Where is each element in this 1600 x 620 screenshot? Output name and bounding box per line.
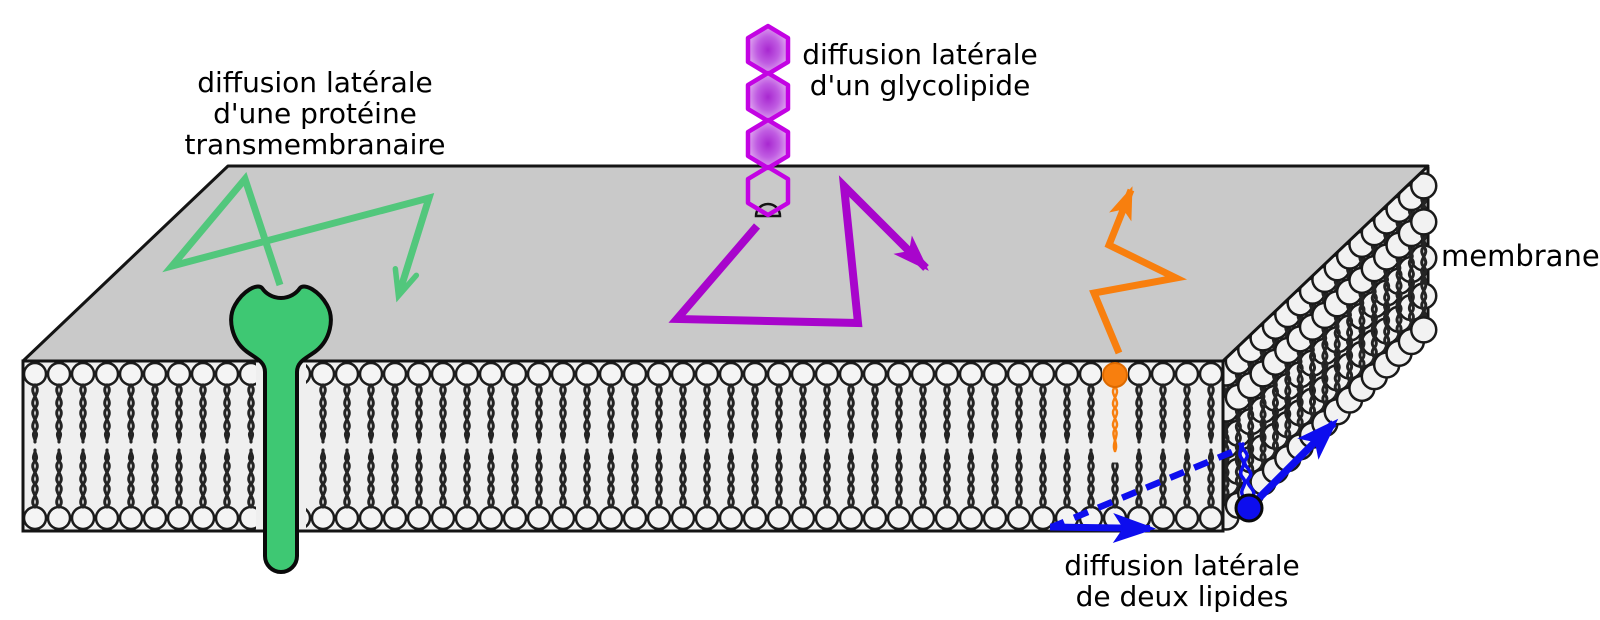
blue-lipid-tails [1238, 442, 1256, 499]
purple-diffusion-arrow [668, 175, 929, 328]
blue-lipid-head [1234, 493, 1264, 523]
blue-rightface-arrow [1255, 418, 1339, 502]
membrane-front-face [21, 359, 1225, 533]
sugar-hexagon-4 [745, 164, 791, 218]
orange-lipid [1102, 362, 1128, 453]
front-face-lipid-pattern [23, 361, 1223, 531]
blue-lipid [1234, 442, 1264, 523]
glycolipid [745, 23, 791, 218]
caption-protein-line-3: transmembranaire [184, 128, 445, 161]
front-face-outline [21, 359, 1225, 533]
sugar-hexagon-2 [745, 70, 791, 124]
green-diffusion-arrow [162, 171, 435, 303]
orange-lipid-head [1102, 362, 1128, 388]
caption-lipids-line-2: de deux lipides [1076, 580, 1289, 613]
label-membrane: membrane [1441, 239, 1600, 273]
glycolipid-sugar-chain [745, 23, 791, 218]
sugar-hexagon-1 [745, 23, 791, 77]
caption-glycolipid-line-1: diffusion latérale [802, 38, 1038, 71]
transmembrane-protein [229, 284, 333, 574]
orange-lipid-tails [1111, 385, 1119, 453]
sugar-hexagon-3 [745, 117, 791, 171]
caption-glycolipid-line-2: d'un glycolipide [810, 69, 1031, 102]
orange-diffusion-arrow [1089, 186, 1188, 355]
blue-dashed-arrow [1050, 449, 1234, 530]
caption-lipids-line-1: diffusion latérale [1064, 549, 1300, 582]
caption-protein-line-2: d'une protéine [213, 97, 417, 130]
membrane-right-face [1221, 167, 1438, 531]
caption-protein-line-1: diffusion latérale [197, 66, 433, 99]
blue-solid-arrow [1049, 512, 1156, 543]
